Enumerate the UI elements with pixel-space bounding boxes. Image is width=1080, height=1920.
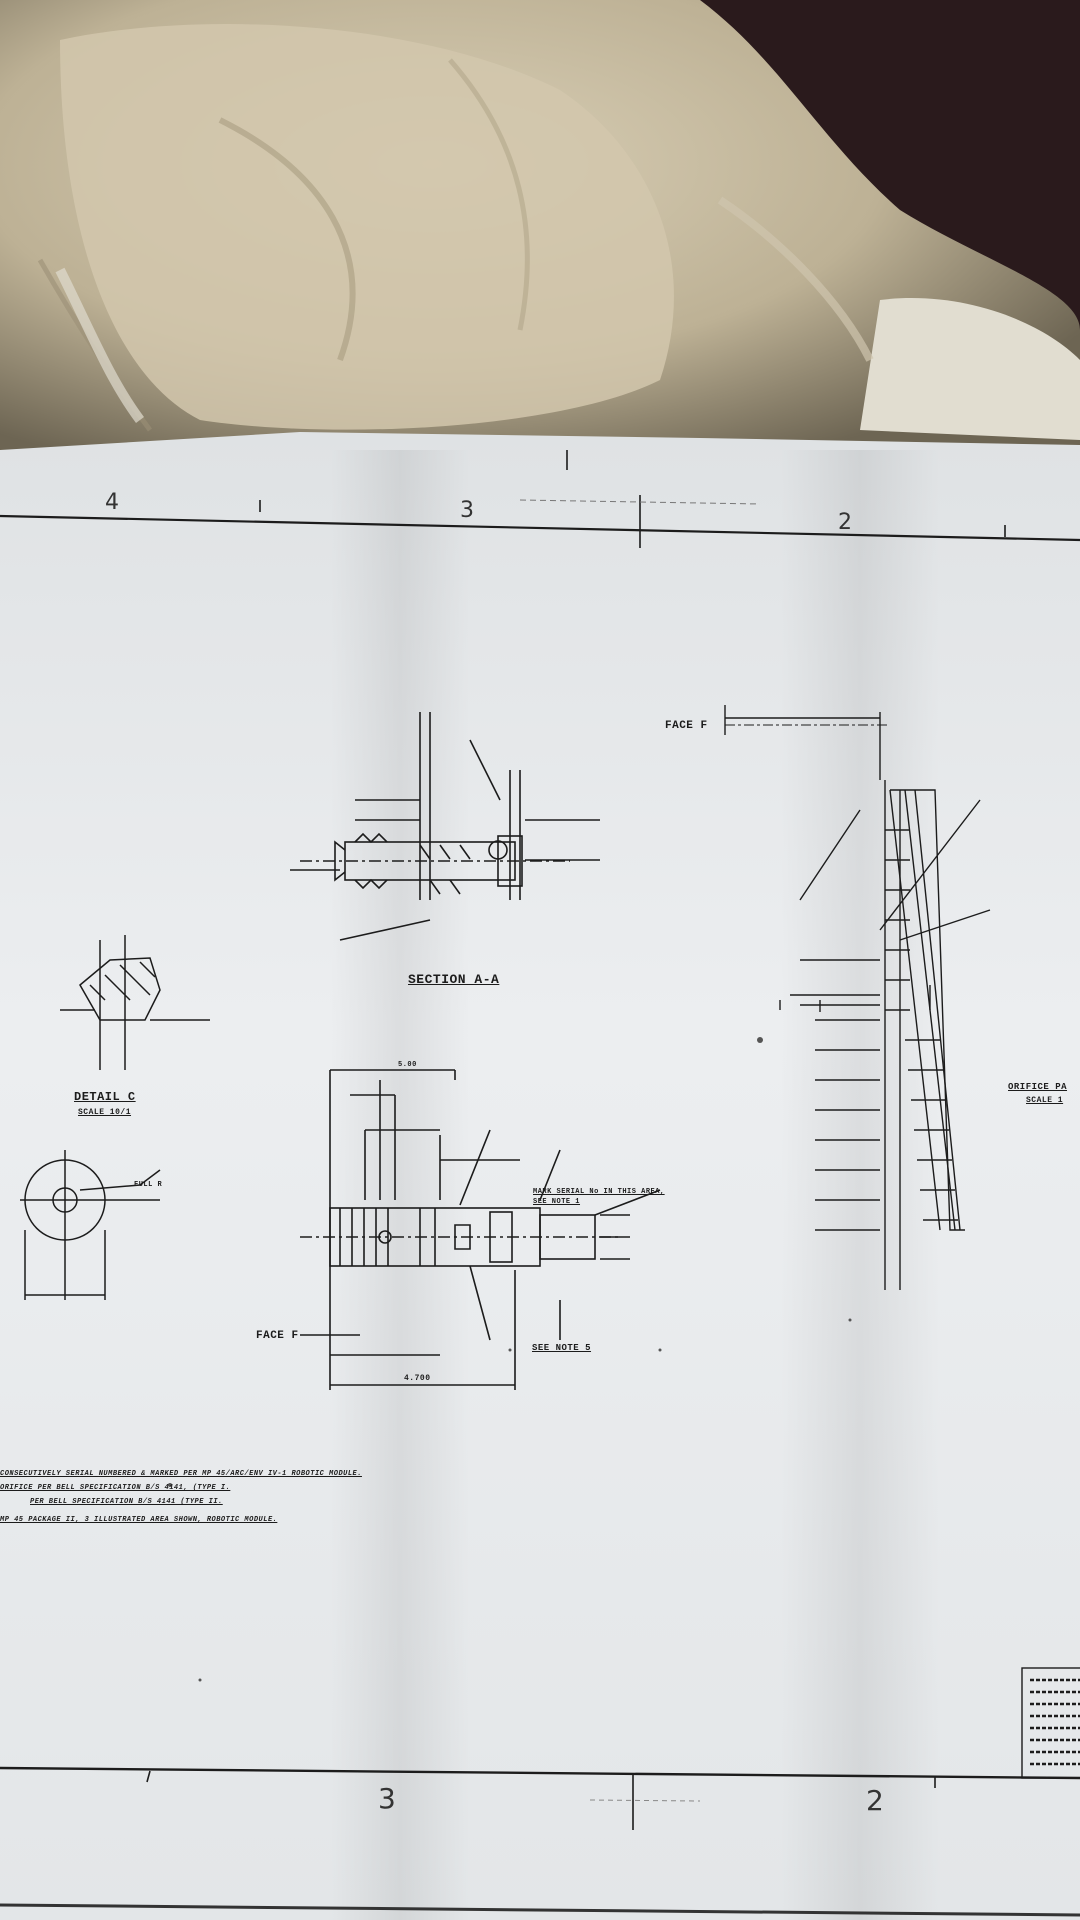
blueprint-paper (0, 432, 1080, 1920)
zone-number-bottom-2: 2 (866, 1784, 884, 1817)
face-f-bottom-label: FACE F (256, 1330, 299, 1342)
zone-number-top-4: 4 (105, 490, 119, 515)
full-r-label: FULL R (134, 1181, 163, 1189)
note-line-4: MP 45 PACKAGE II, 3 ILLUSTRATED AREA SHO… (0, 1516, 278, 1524)
note-line-3: PER BELL SPECIFICATION B/S 4141 (TYPE II… (30, 1498, 223, 1506)
fabric-quilt (0, 0, 1080, 470)
orifice-label: ORIFICE PA (1008, 1082, 1068, 1092)
note-line-2: ORIFICE PER BELL SPECIFICATION B/S 4141,… (0, 1484, 231, 1492)
detail-c-label: DETAIL C (74, 1090, 136, 1104)
dim-5-00-label: 5.00 (398, 1061, 417, 1069)
note-line-1: CONSECUTIVELY SERIAL NUMBERED & MARKED P… (0, 1470, 362, 1478)
dim-4-700-label: 4.700 (404, 1374, 431, 1383)
see-note-1-label: SEE NOTE 1 (533, 1198, 581, 1206)
section-aa-label: SECTION A-A (408, 972, 500, 987)
face-f-top-label: FACE F (665, 720, 708, 732)
zone-number-bottom-3: 3 (378, 1782, 396, 1815)
orifice-scale-label: SCALE 1 (1026, 1096, 1064, 1105)
see-note-5-label: SEE NOTE 5 (532, 1343, 592, 1353)
detail-c-scale: SCALE 10/1 (78, 1108, 132, 1117)
zone-number-top-3: 3 (460, 498, 474, 523)
mark-serial-label: MARK SERIAL No IN THIS AREA, (533, 1188, 665, 1196)
paper-speckles (168, 1037, 852, 1682)
zone-number-top-2: 2 (838, 510, 852, 535)
title-block (1021, 1667, 1080, 1779)
